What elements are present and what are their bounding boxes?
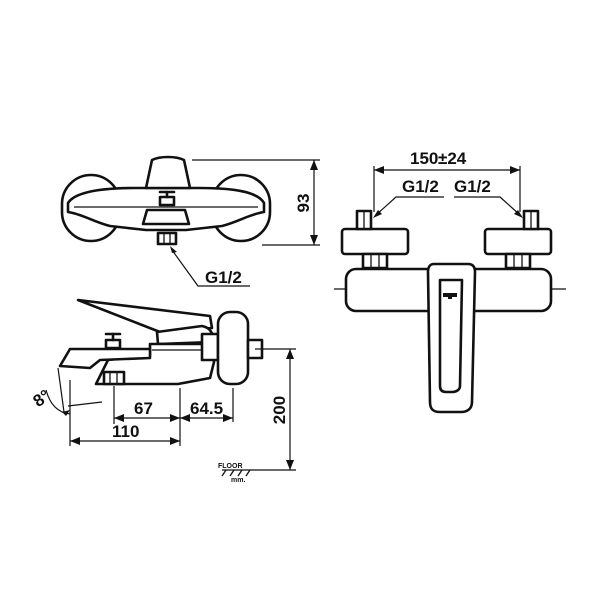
- lever-handle-top: [144, 155, 192, 190]
- height-200-label: 200: [270, 396, 289, 424]
- outlet-nut-top: [156, 231, 178, 246]
- thread-label-top: G1/2: [205, 268, 242, 287]
- dim-64-5-label: 64.5: [190, 399, 223, 418]
- height-label-top: 93: [294, 194, 313, 213]
- front-view: 150 ±24 G1/2 G1/2: [334, 149, 566, 414]
- floor-label: FLOOR: [218, 463, 243, 470]
- hose-nut-side: [102, 370, 126, 386]
- unit-label: mm.: [231, 477, 245, 484]
- angle-label: 8°: [30, 386, 54, 411]
- left-flange-front: [340, 227, 410, 256]
- dim-67-label: 67: [134, 399, 153, 418]
- dim-110-label: 110: [112, 422, 139, 441]
- outlet-top: [141, 208, 191, 226]
- width-label: 150: [410, 149, 438, 168]
- thread-label-right: G1/2: [454, 177, 491, 196]
- inlet-connector-side: [200, 332, 220, 362]
- floor-hatch: [221, 469, 251, 477]
- top-view: G1/2 93: [60, 155, 320, 287]
- right-flange-front: [483, 227, 553, 256]
- wall-flange-side: [216, 310, 250, 386]
- left-nut-bottom: [361, 252, 389, 270]
- right-nut-bottom: [504, 252, 532, 270]
- thread-leader-top: [171, 249, 250, 287]
- lever-inner-front: [438, 278, 464, 394]
- thread-label-left: G1/2: [402, 177, 439, 196]
- spout-side: [58, 347, 152, 370]
- tolerance-label: ±24: [438, 149, 467, 168]
- lever-front: [426, 262, 477, 414]
- lever-handle-side: [76, 298, 214, 334]
- lever-logo: [443, 293, 457, 297]
- side-view: 8° 67 64.5 110 200: [30, 298, 296, 484]
